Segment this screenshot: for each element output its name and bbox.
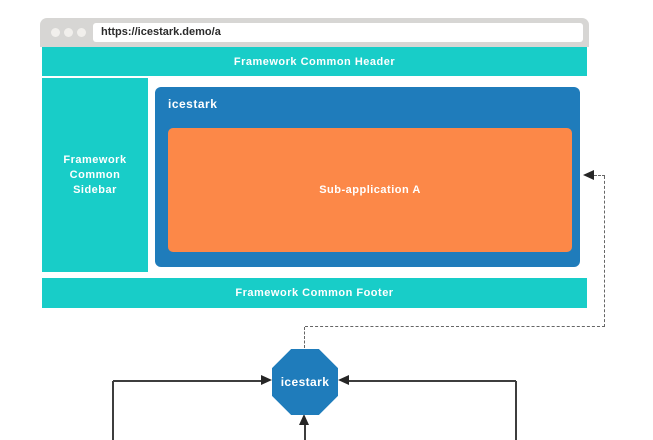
bottom-connector-line-v (304, 424, 306, 440)
dashed-route-stub-top (304, 327, 305, 348)
window-control-dots (51, 28, 86, 37)
url-bar: https://icestark.demo/a (93, 23, 583, 42)
icestark-container-label: icestark (168, 97, 218, 111)
browser-titlebar: https://icestark.demo/a (40, 18, 589, 47)
right-connector-line-v (515, 381, 517, 440)
left-connector-arrowhead-icon (261, 375, 272, 385)
window-control-dot-icon (77, 28, 86, 37)
subapp-box: Sub-application A (168, 128, 572, 252)
bottom-connector-arrowhead-icon (299, 414, 309, 425)
framework-common-sidebar: Framework Common Sidebar (42, 78, 148, 272)
left-connector-line-v (112, 381, 114, 440)
right-connector-arrowhead-icon (338, 375, 349, 385)
dashed-route-arrowhead-icon (583, 170, 594, 180)
dashed-route-stub-arrow (594, 175, 605, 176)
icestark-container: icestark Sub-application A (155, 87, 580, 267)
subapp-label: Sub-application A (319, 184, 421, 196)
framework-common-footer: Framework Common Footer (42, 278, 587, 308)
dashed-route-line-h (305, 326, 605, 327)
right-connector-line-h (348, 380, 516, 382)
framework-common-header: Framework Common Header (42, 47, 587, 76)
dashed-route-line-v (604, 176, 605, 327)
window-control-dot-icon (64, 28, 73, 37)
left-connector-line-h (113, 380, 263, 382)
icestark-octagon: icestark (272, 349, 338, 415)
window-control-dot-icon (51, 28, 60, 37)
octagon-label: icestark (280, 375, 330, 389)
